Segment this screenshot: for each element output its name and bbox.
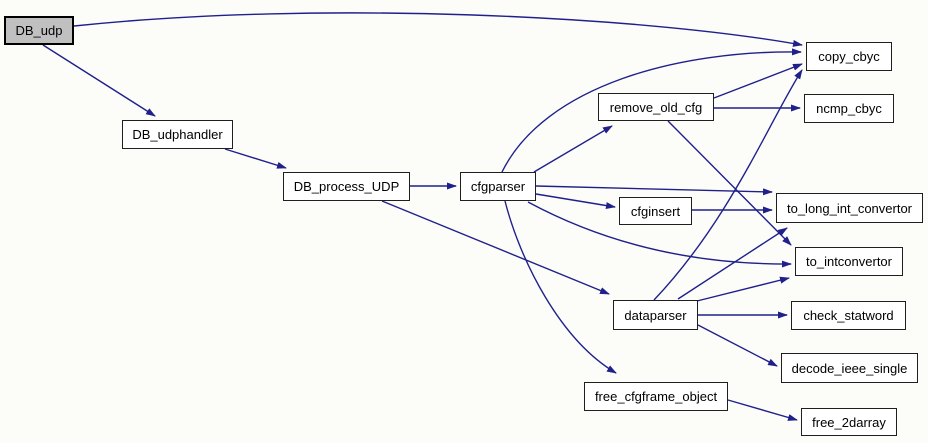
- edge-cfgparser-to-to_long_int_convertor: [535, 185, 773, 196]
- node-label: DB_udphandler: [132, 127, 223, 142]
- node-decode_ieee_single[interactable]: decode_ieee_single: [781, 353, 918, 383]
- node-label: ncmp_cbyc: [816, 101, 882, 116]
- edge-dataparser-to-to_long_int_convertor: [677, 227, 788, 300]
- edge-cfgparser-to-free_cfgframe_object: [504, 200, 617, 374]
- node-dataparser[interactable]: dataparser: [613, 300, 698, 330]
- edge-DB_udp-to-copy_cbyc: [73, 12, 803, 47]
- edge-dataparser-to-copy_cbyc: [653, 69, 803, 301]
- node-label: remove_old_cfg: [609, 99, 703, 115]
- node-to_long_int_convertor[interactable]: to_long_int_convertor: [776, 193, 923, 223]
- node-copy_cbyc[interactable]: copy_cbyc: [806, 42, 892, 71]
- node-DB_udp[interactable]: DB_udp: [4, 16, 74, 45]
- edge-dataparser-to-decode_ieee_single: [697, 324, 778, 367]
- node-label: decode_ieee_single: [791, 360, 908, 376]
- node-label: check_statword: [803, 308, 894, 323]
- node-label: copy_cbyc: [818, 49, 880, 64]
- edge-cfgparser-to-copy_cbyc: [501, 48, 802, 173]
- node-free_cfgframe_object[interactable]: free_cfgframe_object: [584, 382, 728, 411]
- edge-remove_old_cfg-to-copy_cbyc: [713, 63, 803, 99]
- edges-group: [42, 12, 803, 421]
- node-label: cfginsert: [630, 203, 681, 219]
- node-label: DB_udp: [15, 23, 63, 38]
- node-DB_udphandler[interactable]: DB_udphandler: [122, 120, 233, 149]
- edge-DB_udphandler-to-DB_process_UDP: [224, 148, 287, 169]
- node-free_2darray[interactable]: free_2darray: [801, 408, 897, 436]
- edge-cfgparser-to-cfginsert: [535, 193, 616, 209]
- node-label: free_cfgframe_object: [594, 389, 718, 404]
- edge-cfgparser-to-to_intconvertor: [527, 201, 792, 268]
- node-check_statword[interactable]: check_statword: [791, 301, 906, 330]
- node-label: to_long_int_convertor: [786, 200, 913, 216]
- node-cfgparser[interactable]: cfgparser: [460, 172, 536, 201]
- edge-dataparser-to-to_intconvertor: [696, 276, 790, 302]
- node-remove_old_cfg[interactable]: remove_old_cfg: [598, 93, 714, 121]
- node-label: dataparser: [624, 307, 687, 323]
- node-to_intconvertor[interactable]: to_intconvertor: [795, 247, 903, 276]
- edge-cfgparser-to-remove_old_cfg: [533, 125, 613, 173]
- edge-DB_udp-to-DB_udphandler: [42, 44, 156, 117]
- edge-DB_process_UDP-to-dataparser: [381, 200, 610, 295]
- node-ncmp_cbyc[interactable]: ncmp_cbyc: [804, 94, 894, 123]
- node-label: DB_process_UDP: [293, 179, 400, 194]
- node-label: cfgparser: [470, 179, 526, 194]
- node-label: free_2darray: [812, 414, 886, 430]
- node-label: to_intconvertor: [806, 254, 892, 269]
- edge-remove_old_cfg-to-to_intconvertor: [667, 120, 792, 246]
- edge-free_cfgframe_object-to-free_2darray: [727, 399, 798, 421]
- node-DB_process_UDP[interactable]: DB_process_UDP: [283, 172, 410, 201]
- node-cfginsert[interactable]: cfginsert: [619, 197, 692, 225]
